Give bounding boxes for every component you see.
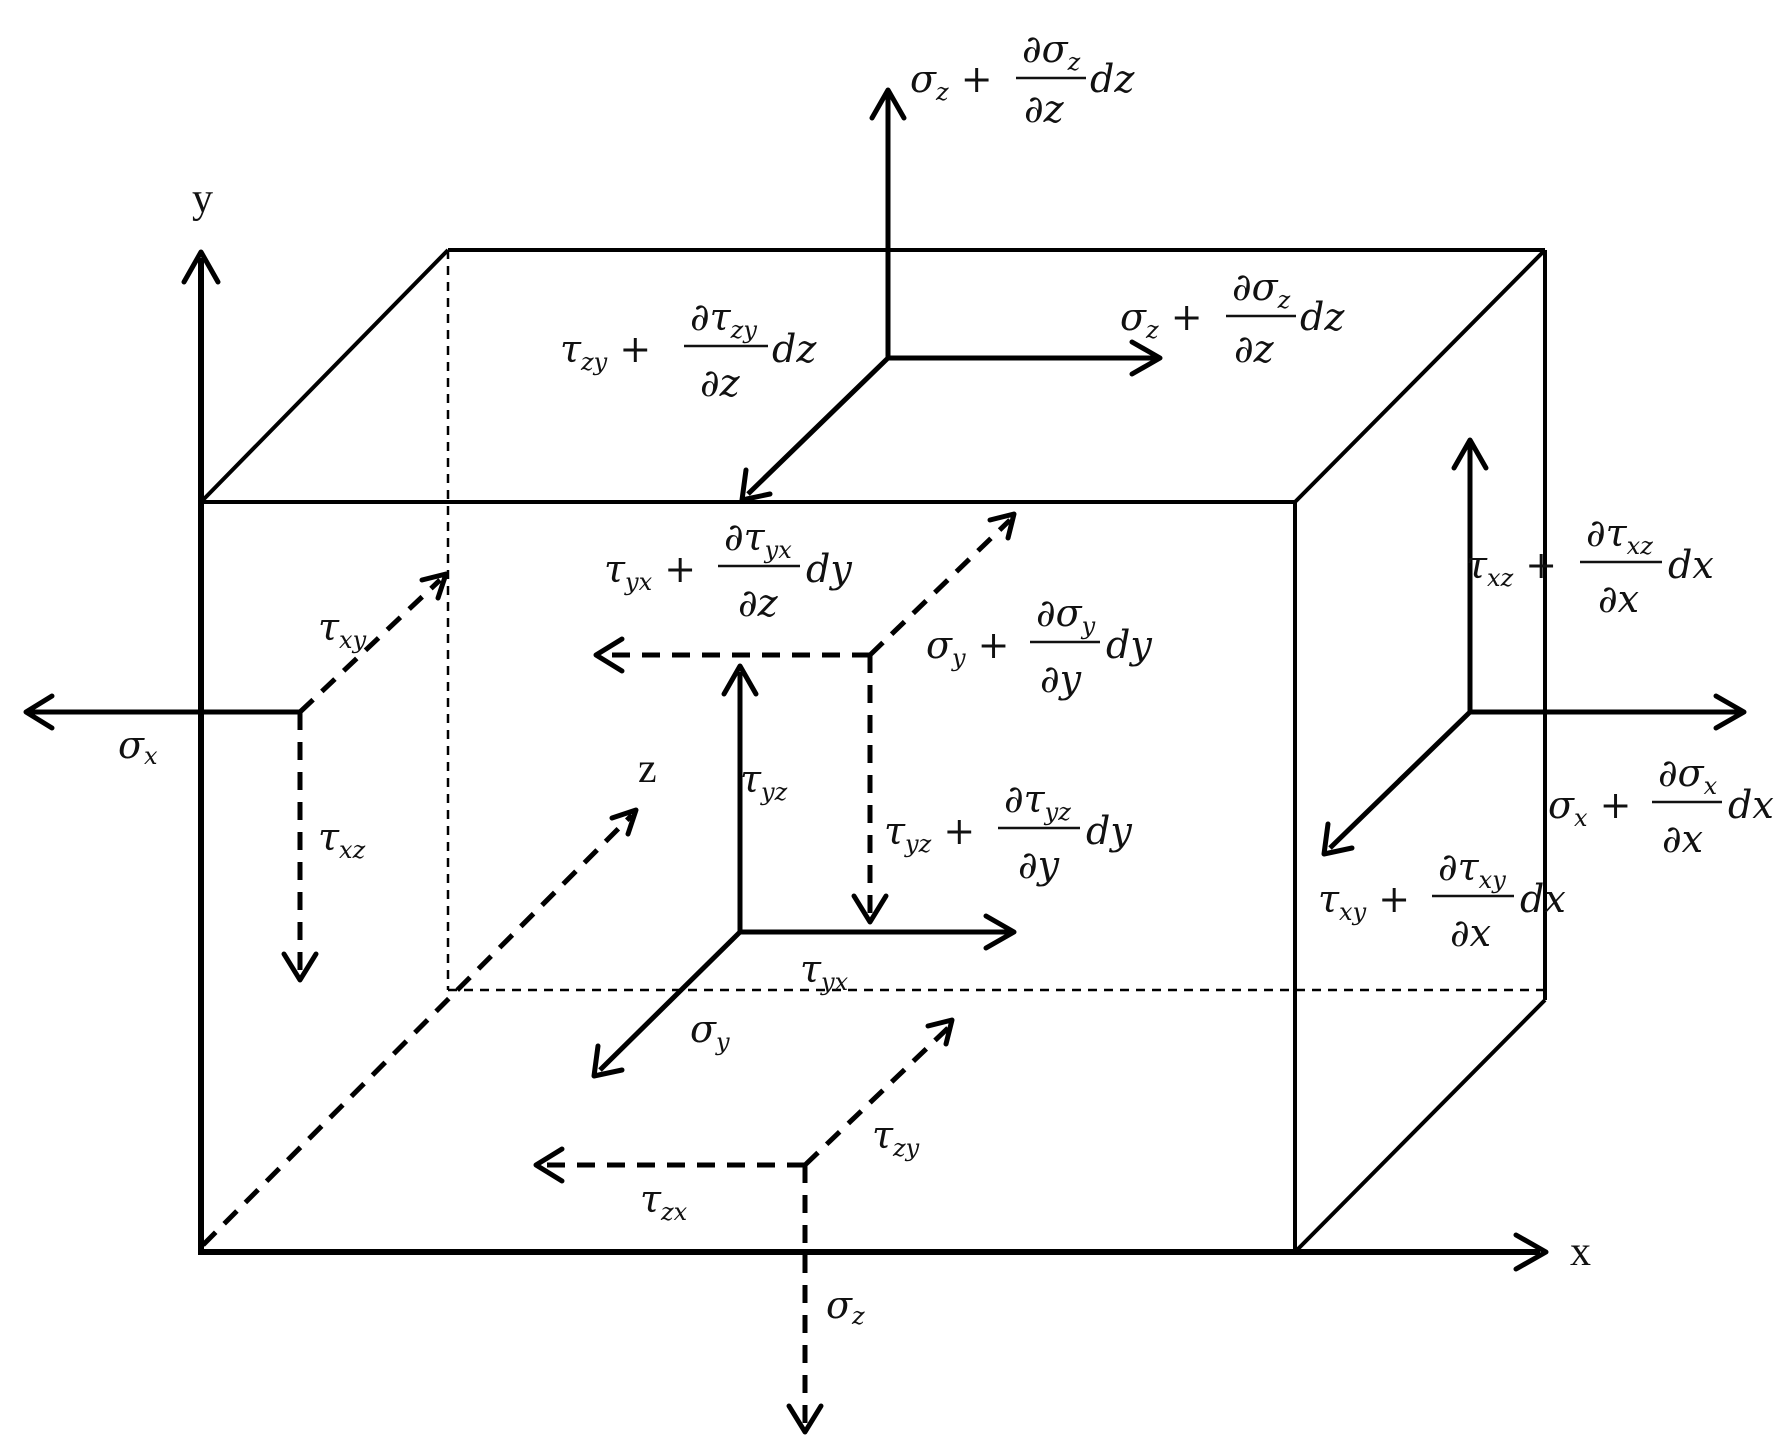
- svg-text:∂τxy: ∂τxy: [1438, 845, 1506, 894]
- svg-text:∂σz: ∂σz: [1022, 27, 1081, 76]
- svg-text:τyz +: τyz +: [884, 809, 975, 858]
- svg-text:∂z: ∂z: [738, 581, 779, 625]
- svg-text:∂x: ∂x: [1450, 911, 1491, 955]
- svg-text:σy +: σy +: [926, 623, 1009, 672]
- tau-zx-label: τzx: [640, 1177, 688, 1226]
- tau-zy-arrow: [803, 1026, 950, 1167]
- sigma-z-arrowhead: [786, 1403, 824, 1435]
- coordinate-axes: y x z: [181, 176, 1591, 1275]
- sigma-x-arrowhead: [23, 693, 55, 731]
- front-sigma-y-formula: σy + ∂σy ∂y dy: [926, 591, 1152, 701]
- svg-text:τzy +: τzy +: [560, 327, 651, 376]
- right-tau-xz-arrowhead: [1451, 437, 1489, 471]
- svg-text:∂σy: ∂σy: [1036, 591, 1096, 640]
- svg-text:∂σz: ∂σz: [1232, 265, 1291, 314]
- svg-text:∂τxz: ∂τxz: [1586, 511, 1653, 560]
- svg-text:∂x: ∂x: [1598, 577, 1639, 621]
- right-sigma-x-arrowhead: [1713, 693, 1747, 731]
- svg-text:dy: dy: [806, 547, 852, 591]
- z-axis-label: z: [638, 746, 657, 792]
- tau-xy-arrowhead: [419, 571, 449, 601]
- x-axis-label: x: [1570, 1229, 1591, 1275]
- tau-zy-label: τzy: [872, 1113, 920, 1162]
- right-tau-xy-formula: τxy + ∂τxy ∂x dx: [1318, 845, 1566, 955]
- z-axis-arrowhead: [609, 807, 639, 837]
- tau-yx-label: τyx: [800, 947, 849, 996]
- top-sigma-z-arrowhead: [869, 87, 907, 121]
- tau-yz-arrowhead: [721, 663, 759, 697]
- front-tau-yx-arrowhead: [593, 636, 625, 674]
- right-face-stresses: [1321, 437, 1747, 857]
- sigma-z-label: σz: [826, 1283, 865, 1330]
- svg-text:dy: dy: [1106, 623, 1152, 667]
- right-tau-xy-arrow: [1328, 710, 1472, 850]
- right-tau-xz-formula: τxz + ∂τxz ∂x dx: [1466, 511, 1714, 621]
- svg-text:τxy +: τxy +: [1318, 877, 1410, 926]
- x-axis-arrowhead: [1513, 1232, 1549, 1272]
- svg-text:dz: dz: [1300, 295, 1345, 339]
- svg-text:dz: dz: [772, 327, 817, 371]
- svg-text:∂z: ∂z: [700, 361, 741, 405]
- svg-text:σx +: σx +: [1548, 783, 1631, 832]
- top-tau-zy-arrow: [746, 356, 890, 496]
- box-edges: [199, 248, 1547, 1254]
- tau-yz-label: τyz: [740, 757, 788, 806]
- svg-text:∂σx: ∂σx: [1658, 751, 1718, 800]
- svg-text:dx: dx: [1668, 543, 1714, 587]
- tau-xy-arrow: [298, 578, 442, 714]
- svg-text:dy: dy: [1086, 809, 1132, 853]
- svg-text:∂τyz: ∂τyz: [1004, 777, 1071, 826]
- right-tau-xy-arrowhead: [1321, 821, 1355, 857]
- top-tau-zy-formula: τzy + ∂τzy ∂z dz: [560, 295, 817, 405]
- tau-zx-arrowhead: [533, 1146, 565, 1184]
- tau-xz-label: τxz: [318, 815, 366, 864]
- svg-text:∂y: ∂y: [1018, 843, 1060, 887]
- svg-text:τxz +: τxz +: [1466, 543, 1557, 592]
- top-sigma-z-formula: σz + ∂σz ∂z dz: [910, 27, 1135, 131]
- sigma-y-arrowhead: [591, 1043, 625, 1079]
- svg-text:∂τyx: ∂τyx: [724, 515, 792, 564]
- top-tau-zy-arrowhead: [739, 467, 773, 503]
- right-sigma-x-formula: σx + ∂σx ∂x dx: [1548, 751, 1774, 861]
- svg-text:dx: dx: [1520, 877, 1566, 921]
- tau-zy-arrowhead: [925, 1017, 955, 1047]
- bottom-face-stresses: τzx τzy σz: [533, 1017, 955, 1435]
- tau-xz-arrowhead: [281, 951, 319, 983]
- z-axis-line: [201, 813, 634, 1247]
- svg-text:∂z: ∂z: [1024, 87, 1065, 131]
- svg-text:σz +: σz +: [1120, 295, 1203, 344]
- svg-text:dz: dz: [1090, 57, 1135, 101]
- top-sigma-z-right-arrowhead: [1129, 339, 1163, 377]
- svg-text:σz +: σz +: [910, 57, 993, 106]
- sigma-y-label: σy: [690, 1007, 730, 1056]
- tau-xy-label: τxy: [318, 605, 367, 654]
- box-top-right-edge: [1293, 248, 1547, 504]
- svg-text:dx: dx: [1728, 783, 1774, 827]
- svg-text:τyx +: τyx +: [604, 547, 696, 596]
- svg-text:∂z: ∂z: [1234, 327, 1275, 371]
- y-axis-arrowhead: [181, 249, 221, 285]
- svg-text:∂τzy: ∂τzy: [690, 295, 757, 344]
- svg-text:∂y: ∂y: [1040, 657, 1082, 701]
- top-face-stresses: [739, 87, 1163, 503]
- y-axis-label: y: [192, 176, 213, 222]
- front-tau-yz-arrowhead: [851, 893, 889, 925]
- front-sigma-y-arrow: [868, 518, 1012, 657]
- front-tau-yx-formula: τyx + ∂τyx ∂z dy: [604, 515, 852, 625]
- front-tau-yz-formula: τyz + ∂τyz ∂y dy: [884, 777, 1132, 887]
- box-bottom-right-edge: [1293, 998, 1547, 1254]
- svg-text:∂x: ∂x: [1662, 817, 1703, 861]
- box-top-left-edge: [199, 248, 450, 504]
- tau-yx-arrowhead: [983, 913, 1017, 951]
- sigma-y-arrow: [598, 930, 742, 1072]
- front-face-stresses: τyz τyx σy: [591, 511, 1017, 1079]
- left-face-stresses: σx τxy τxz: [23, 571, 449, 983]
- sigma-x-label: σx: [118, 723, 158, 770]
- front-sigma-y-arrowhead: [987, 511, 1017, 541]
